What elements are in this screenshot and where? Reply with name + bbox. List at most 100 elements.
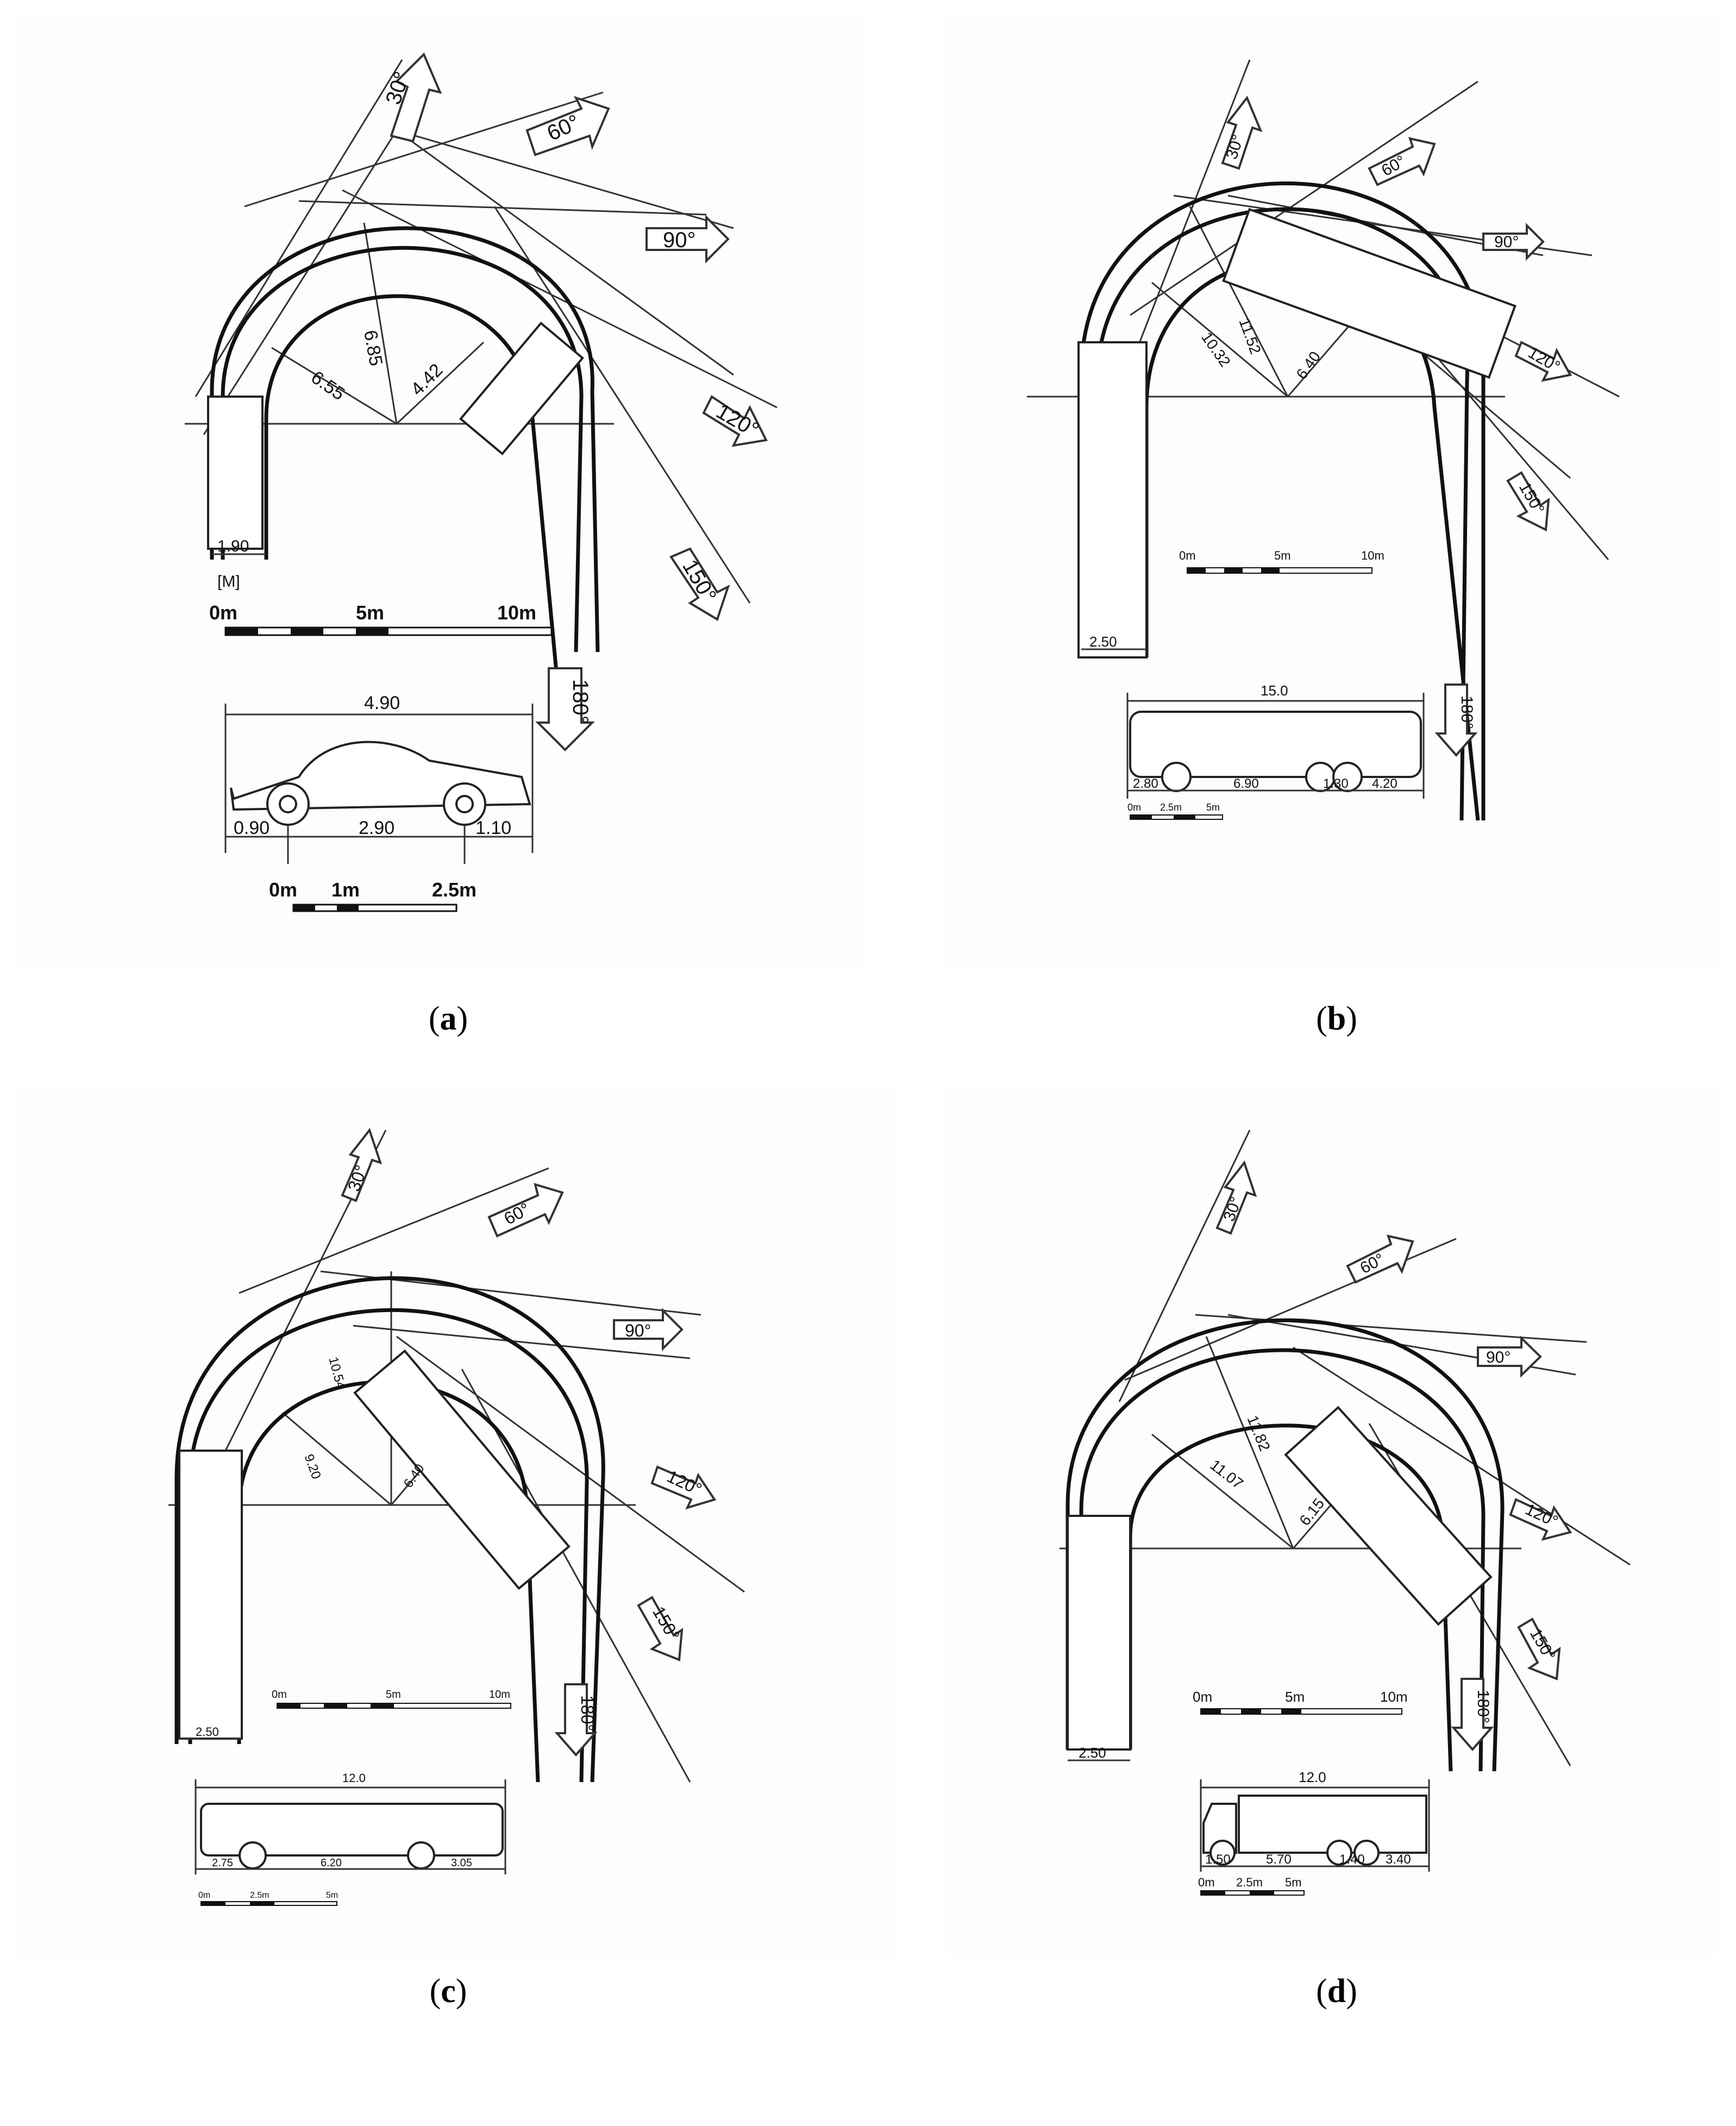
angle-arrow-60: 60° xyxy=(1346,1234,1414,1284)
vehicle-dim-label: 1.30 xyxy=(1323,776,1349,791)
vehicle-scale-label: 5m xyxy=(1206,802,1220,813)
bus-drawing: 12.0 2.75 6.20 3.05 xyxy=(195,1771,506,1874)
angle-arrow-60: 60° xyxy=(1368,137,1436,186)
scale-label: 10m xyxy=(489,1689,510,1701)
vehicle-dim-label: 6.90 xyxy=(1233,776,1259,791)
radius-label: 10.54 xyxy=(325,1356,348,1391)
vehicle-scale-label: 5m xyxy=(1285,1876,1302,1889)
angle-label: 90° xyxy=(1486,1349,1511,1366)
vehicle-dim-label: 5.70 xyxy=(1266,1852,1292,1867)
radius-label: 11.07 xyxy=(1207,1456,1246,1492)
vehicle-scale-label: 0m xyxy=(1198,1876,1215,1889)
vehicle-dim-label: 1.10 xyxy=(475,818,511,838)
panel-c: 30° 60° 90° 120° 150° 180° 9.20 10.54 6.… xyxy=(16,1087,897,1956)
angle-label: 180° xyxy=(578,1695,597,1731)
angle-arrow-120: 120° xyxy=(1514,341,1572,382)
angle-label: 180° xyxy=(1458,695,1476,729)
vehicle-scale-label: 0m xyxy=(1127,802,1141,813)
vehicle-scale-label: 0m xyxy=(198,1891,210,1900)
vehicle-length-label: 4.90 xyxy=(364,693,400,713)
vehicle-dim-label: 0.90 xyxy=(234,818,270,838)
panel-a: 30° 60° 90° 120° 150° 180° 6.55 6.85 4.4… xyxy=(16,16,864,967)
scale-label: 10m xyxy=(1380,1689,1408,1705)
scale-label: 5m xyxy=(1285,1689,1305,1705)
angle-arrow-30: 30° xyxy=(1221,96,1263,170)
angle-arrow-30: 30° xyxy=(1215,1160,1257,1235)
radius-label: 11.82 xyxy=(1244,1413,1273,1454)
vehicle-dim-label: 4.20 xyxy=(1372,776,1397,791)
caption-c: (c) xyxy=(429,1973,467,2010)
truck-drawing: 12.0 1.50 5.70 1.40 3.40 xyxy=(1200,1769,1430,1872)
radius-label: 4.42 xyxy=(407,360,447,400)
scale-label: 5m xyxy=(356,601,384,624)
vehicle-dim-label: 3.40 xyxy=(1386,1852,1411,1867)
scale-label: 10m xyxy=(1361,549,1384,562)
angle-label: 180° xyxy=(1474,1690,1492,1723)
turning-diagram-c: 30° 60° 90° 120° 150° 180° 9.20 10.54 6.… xyxy=(168,1127,745,1906)
caption-d: (d) xyxy=(1316,1973,1357,2010)
panel-d: 30° 60° 90° 120° 150° 180° 11.07 11.82 6… xyxy=(945,1087,1717,1956)
radius-label: 6.40 xyxy=(1293,348,1324,382)
vehicle-length-label: 15.0 xyxy=(1261,682,1288,699)
scale-label: 10m xyxy=(497,601,536,624)
angle-arrow-120: 120° xyxy=(1509,1498,1572,1541)
vehicle-dim-label: 6.20 xyxy=(321,1857,342,1869)
vehicle-scale-label: 2.5m xyxy=(1160,802,1182,813)
angle-arrow-180: 180° xyxy=(1451,1678,1494,1752)
vehicle-scale-label: 2.5m xyxy=(1236,1876,1263,1889)
radius-label: 9.20 xyxy=(301,1452,323,1481)
scale-label: 0m xyxy=(1193,1689,1212,1705)
vehicle-dim-label: 1.40 xyxy=(1339,1852,1365,1867)
scale-label: 5m xyxy=(386,1689,401,1701)
turning-diagram-a: 30° 60° 90° 120° 150° 180° 6.55 6.85 4.4… xyxy=(185,52,778,912)
vehicle-scale-label: 5m xyxy=(326,1891,338,1900)
angle-arrow-90: 90° xyxy=(1477,1335,1542,1378)
angle-arrow-150: 150° xyxy=(1517,1617,1561,1680)
vehicle-dim-label: 1.50 xyxy=(1205,1852,1231,1867)
turning-diagram-b: 30° 60° 90° 120° 150° 180° 10.32 11.52 6… xyxy=(1027,59,1620,821)
radius-label: 10.32 xyxy=(1198,329,1234,370)
width-label: 2.50 xyxy=(196,1725,219,1739)
caption-b: (b) xyxy=(1316,1000,1357,1037)
angle-label: 90° xyxy=(625,1321,651,1340)
angle-arrow-120: 120° xyxy=(702,395,768,447)
caption-a: (a) xyxy=(428,1000,468,1037)
width-label: 2.50 xyxy=(1079,1745,1106,1761)
angle-label: 180° xyxy=(568,679,592,724)
angle-label: 90° xyxy=(1494,233,1519,251)
angle-arrow-90: 90° xyxy=(645,215,730,264)
angle-arrow-150: 150° xyxy=(669,547,730,621)
angle-arrow-120: 120° xyxy=(650,1465,717,1510)
turning-diagram-d: 30° 60° 90° 120° 150° 180° 11.07 11.82 6… xyxy=(1060,1130,1631,1896)
width-label: 1.90 xyxy=(217,537,249,555)
angle-arrow-30: 30° xyxy=(381,52,442,143)
angle-arrow-90: 90° xyxy=(613,1308,684,1351)
vehicle-dim-label: 2.80 xyxy=(1133,776,1158,791)
vehicle-length-label: 12.0 xyxy=(342,1771,366,1785)
vehicle-dim-label: 2.90 xyxy=(359,818,394,838)
vehicle-scale-label: 0m xyxy=(269,879,297,901)
coach-drawing: 15.0 2.80 6.90 1.30 4.20 xyxy=(1126,682,1425,799)
angle-arrow-180: 180° xyxy=(1434,683,1478,757)
angle-arrow-60: 60° xyxy=(487,1183,564,1238)
radius-label: 11.52 xyxy=(1236,316,1264,356)
scale-label: 0m xyxy=(272,1689,287,1701)
vehicle-length-label: 12.0 xyxy=(1299,1769,1326,1785)
vehicle-scale-label: 2.5m xyxy=(432,879,477,901)
angle-label: 90° xyxy=(663,228,696,252)
angle-arrow-180: 180° xyxy=(554,1683,598,1757)
scale-label: 5m xyxy=(1274,549,1291,562)
car-drawing: 4.90 0.90 2.90 1.10 xyxy=(224,693,534,864)
scale-label: 0m xyxy=(1179,549,1196,562)
angle-arrow-180: 180° xyxy=(535,667,595,751)
panel-b: 30° 60° 90° 120° 150° 180° 10.32 11.52 6… xyxy=(945,16,1717,967)
angle-arrow-60: 60° xyxy=(525,96,610,156)
width-label: 2.50 xyxy=(1089,634,1117,650)
unit-label: [M] xyxy=(217,573,240,591)
vehicle-scale-label: 2.5m xyxy=(250,1891,270,1900)
angle-arrow-90: 90° xyxy=(1482,223,1545,261)
radius-label: 6.15 xyxy=(1296,1495,1327,1529)
vehicle-dim-label: 3.05 xyxy=(451,1857,472,1869)
angle-arrow-30: 30° xyxy=(341,1127,383,1202)
scale-label: 0m xyxy=(209,601,237,624)
